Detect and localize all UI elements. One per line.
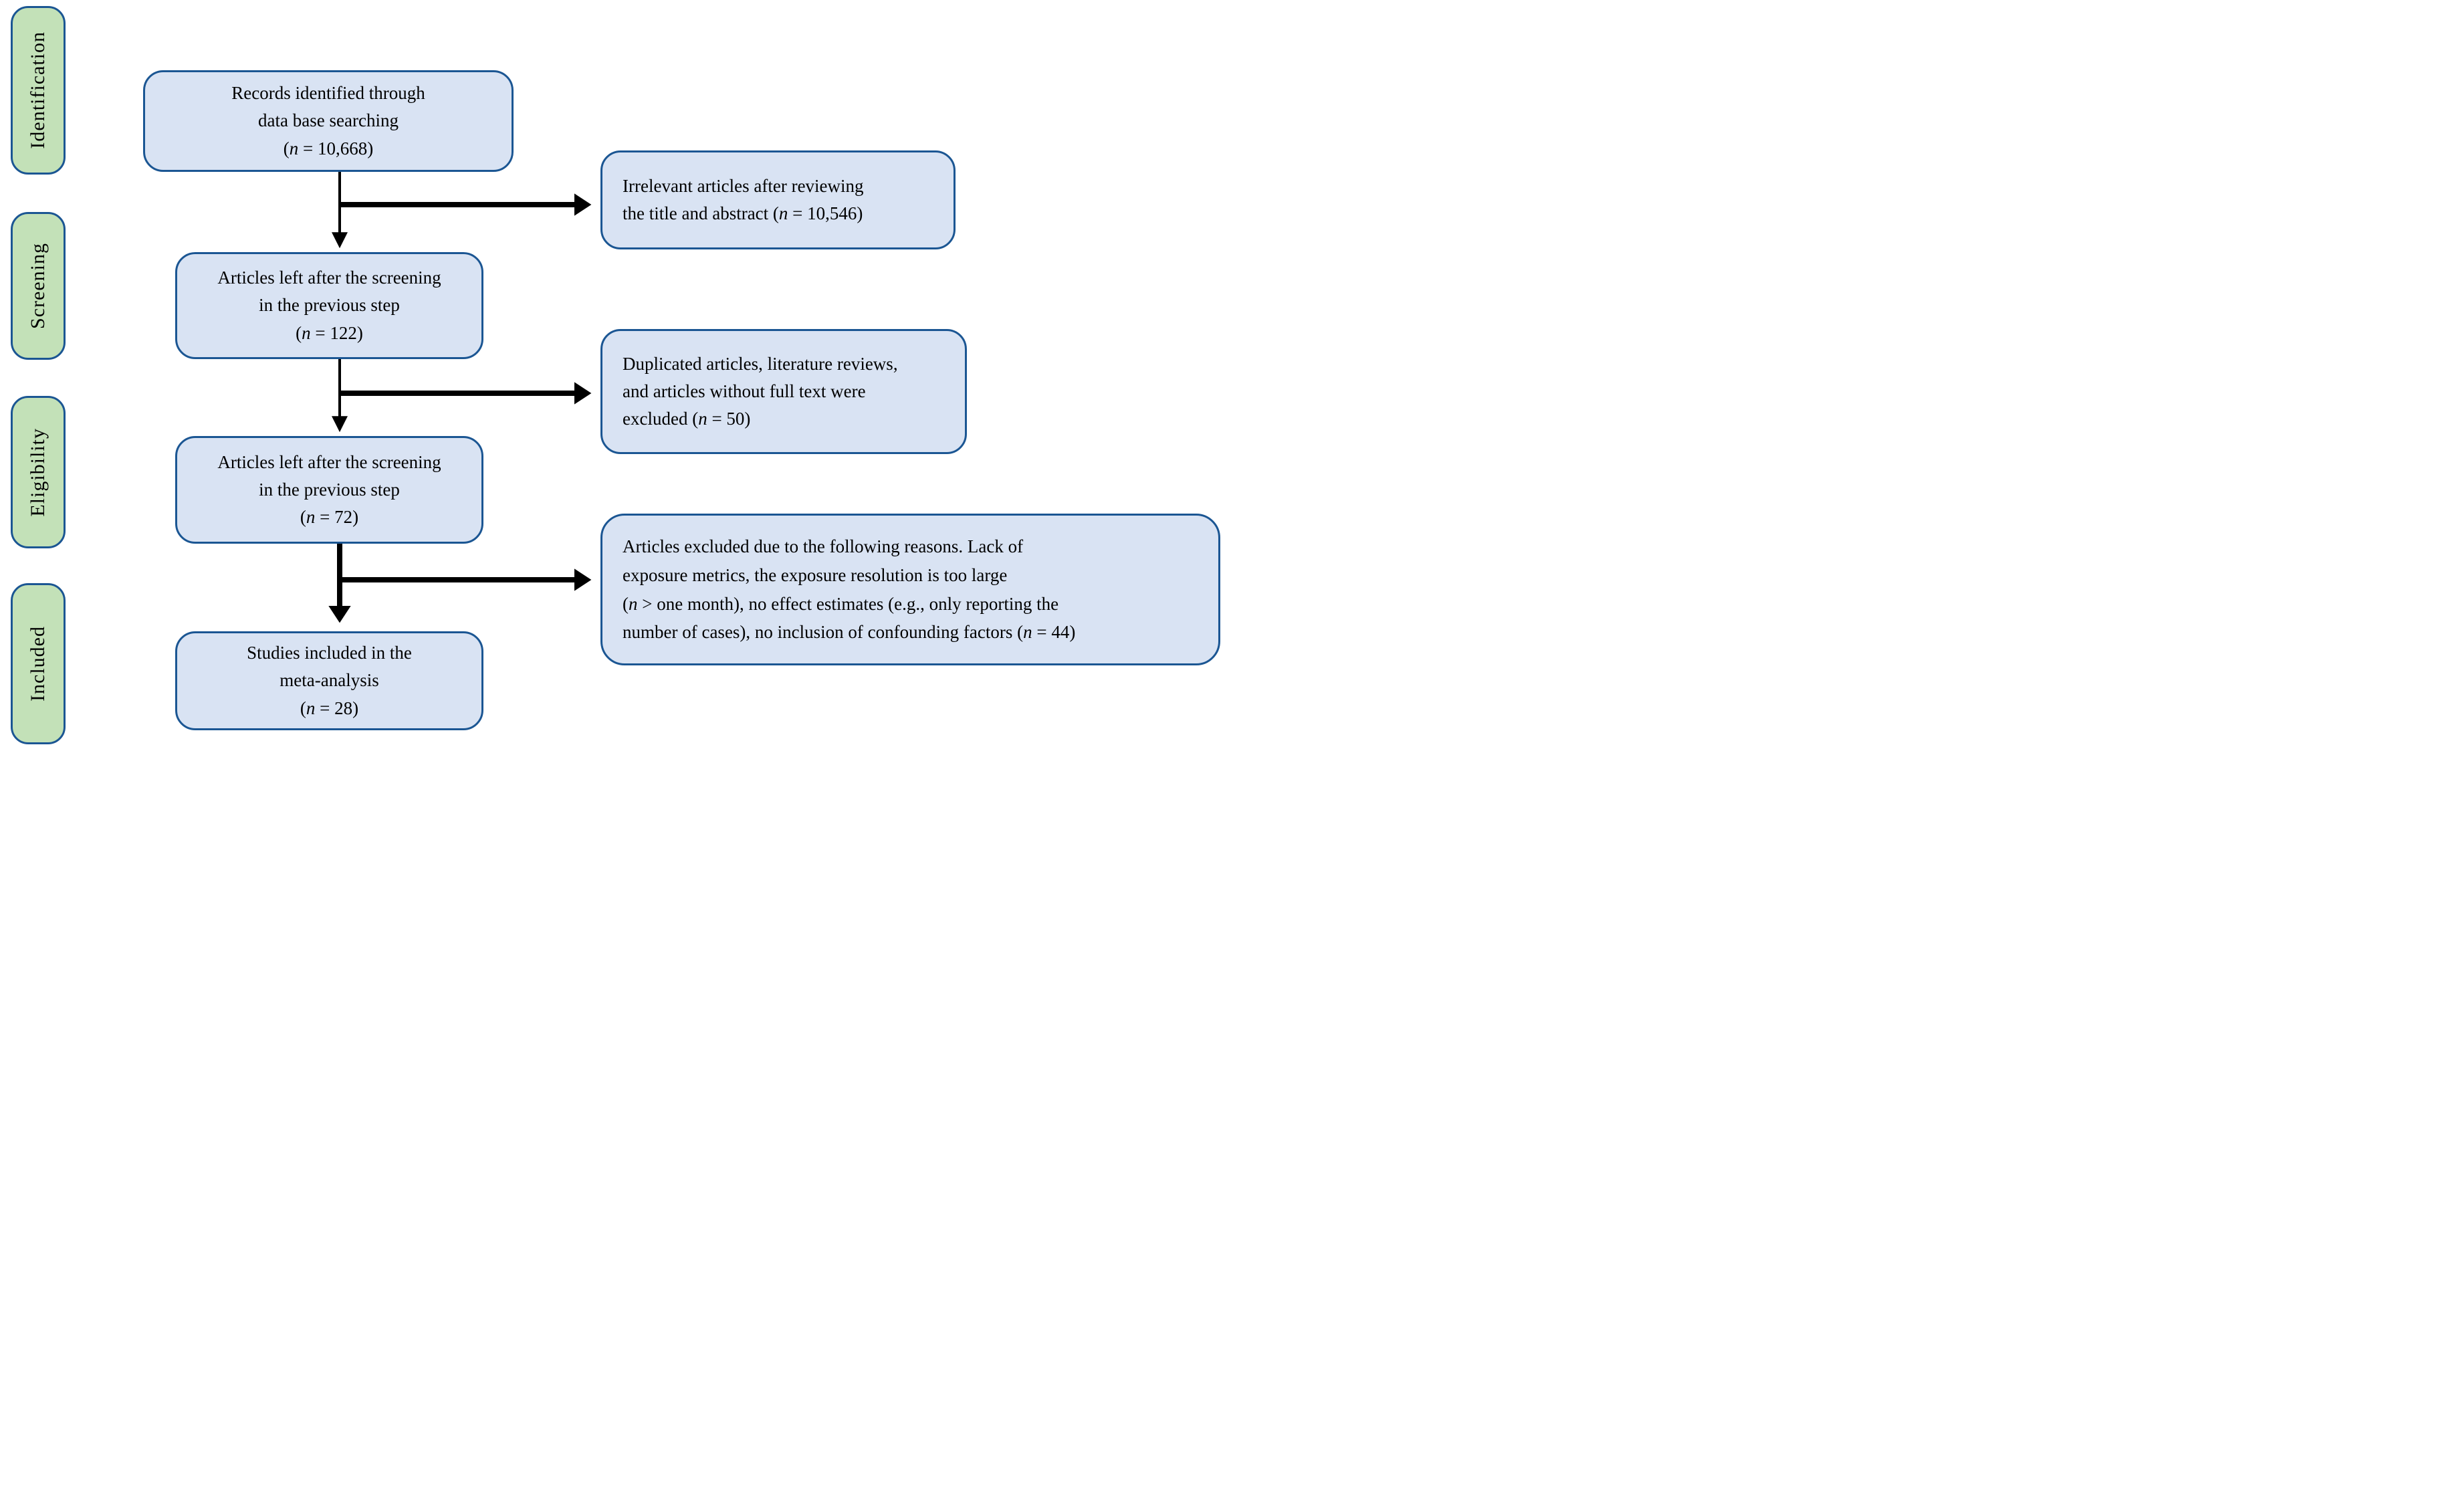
exclusion-box-excluded-reasons: Articles excluded due to the following r… bbox=[600, 514, 1220, 665]
box-line: in the previous step bbox=[259, 479, 400, 500]
box-line: Irrelevant articles after reviewing bbox=[623, 175, 864, 196]
box-line: (n = 28) bbox=[300, 697, 359, 718]
box-line: Articles left after the screening bbox=[217, 451, 441, 472]
box-line: the title and abstract (n = 10,546) bbox=[623, 203, 863, 223]
stage-label: Included bbox=[27, 626, 49, 702]
flow-box-studies-included: Studies included in the meta-analysis (n… bbox=[175, 631, 483, 730]
box-line: data base searching bbox=[258, 110, 399, 131]
prisma-flow-diagram: Identification Screening Eligibility Inc… bbox=[0, 0, 1232, 752]
stage-label: Screening bbox=[27, 243, 49, 329]
box-line: Records identified through bbox=[231, 83, 425, 104]
box-line: (n = 10,668) bbox=[283, 138, 374, 158]
flow-box-after-screening-2: Articles left after the screening in the… bbox=[175, 436, 483, 544]
exclusion-box-irrelevant-articles: Irrelevant articles after reviewing the … bbox=[600, 150, 956, 249]
box-line: number of cases), no inclusion of confou… bbox=[623, 622, 1076, 643]
box-line: (n = 122) bbox=[296, 322, 363, 343]
stage-label: Eligibility bbox=[27, 427, 49, 517]
box-line: and articles without full text were bbox=[623, 381, 866, 401]
stage-included: Included bbox=[11, 583, 66, 744]
box-line: Articles left after the screening bbox=[217, 267, 441, 288]
stage-eligibility: Eligibility bbox=[11, 396, 66, 548]
box-line: (n = 72) bbox=[300, 507, 359, 528]
box-line: Articles excluded due to the following r… bbox=[623, 536, 1024, 557]
box-line: meta-analysis bbox=[279, 670, 379, 691]
box-line: (n > one month), no effect estimates (e.… bbox=[623, 593, 1059, 614]
box-line: excluded (n = 50) bbox=[623, 409, 751, 429]
stage-identification: Identification bbox=[11, 6, 66, 175]
stage-label: Identification bbox=[27, 31, 49, 149]
box-line: exposure metrics, the exposure resolutio… bbox=[623, 564, 1008, 585]
box-line: Duplicated articles, literature reviews, bbox=[623, 353, 898, 374]
stage-screening: Screening bbox=[11, 212, 66, 360]
flow-box-after-screening-1: Articles left after the screening in the… bbox=[175, 252, 483, 359]
exclusion-box-duplicated-articles: Duplicated articles, literature reviews,… bbox=[600, 329, 967, 454]
flow-box-records-identified: Records identified through data base sea… bbox=[143, 70, 514, 172]
box-line: Studies included in the bbox=[247, 643, 412, 663]
box-line: in the previous step bbox=[259, 295, 400, 316]
